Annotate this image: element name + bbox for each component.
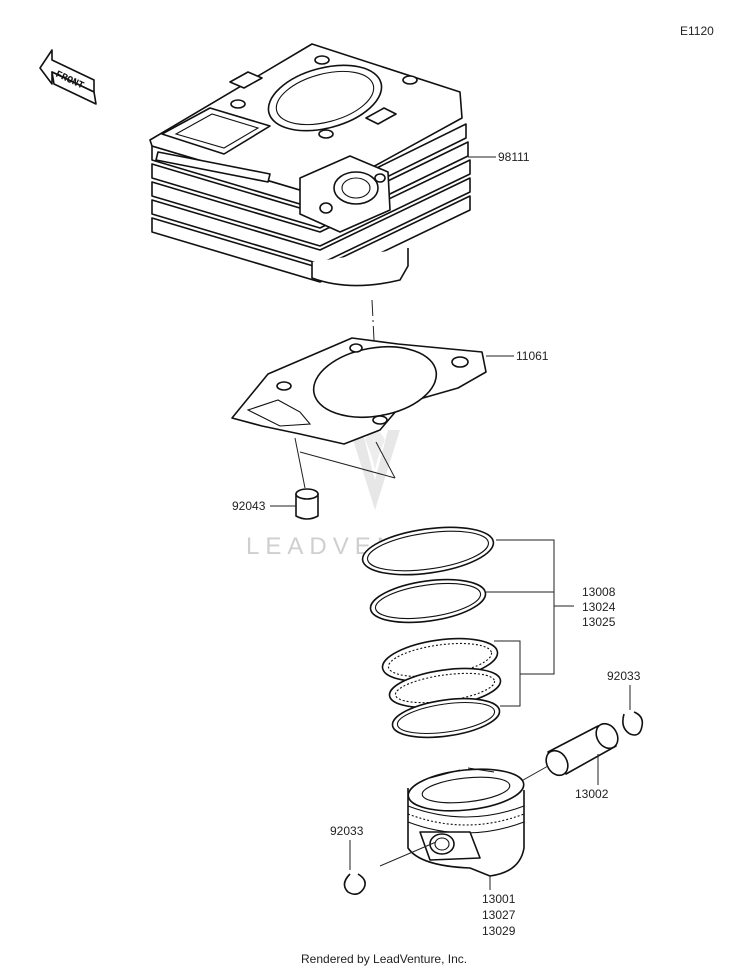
- callout-13029: 13029: [482, 924, 516, 938]
- cylinder-gasket: [231, 337, 487, 445]
- page-code: E1120: [680, 24, 714, 38]
- callout-13024: 13024: [582, 600, 616, 614]
- callout-13027: 13027: [482, 908, 516, 922]
- circlip-right: [622, 711, 644, 736]
- watermark-logo-icon: [350, 430, 400, 510]
- callout-92043: 92043: [232, 499, 266, 513]
- circlip-left: [343, 873, 366, 896]
- dowel-pin: [295, 488, 319, 520]
- callout-13002: 13002: [575, 787, 609, 801]
- piston-pin: [545, 722, 619, 777]
- piston: [407, 767, 525, 877]
- footer-credit: Rendered by LeadVenture, Inc.: [301, 952, 467, 966]
- callout-13025: 13025: [582, 615, 616, 629]
- callout-13001: 13001: [482, 892, 516, 906]
- cylinder: [149, 43, 471, 287]
- piston-rings: [361, 526, 502, 739]
- callout-13008: 13008: [582, 585, 616, 599]
- callout-98111: 98111: [498, 150, 530, 164]
- front-arrow-icon: FRONT: [39, 49, 97, 105]
- callout-92033-right: 92033: [607, 669, 641, 683]
- callout-92033-left: 92033: [330, 824, 364, 838]
- callout-11061: 11061: [516, 349, 549, 363]
